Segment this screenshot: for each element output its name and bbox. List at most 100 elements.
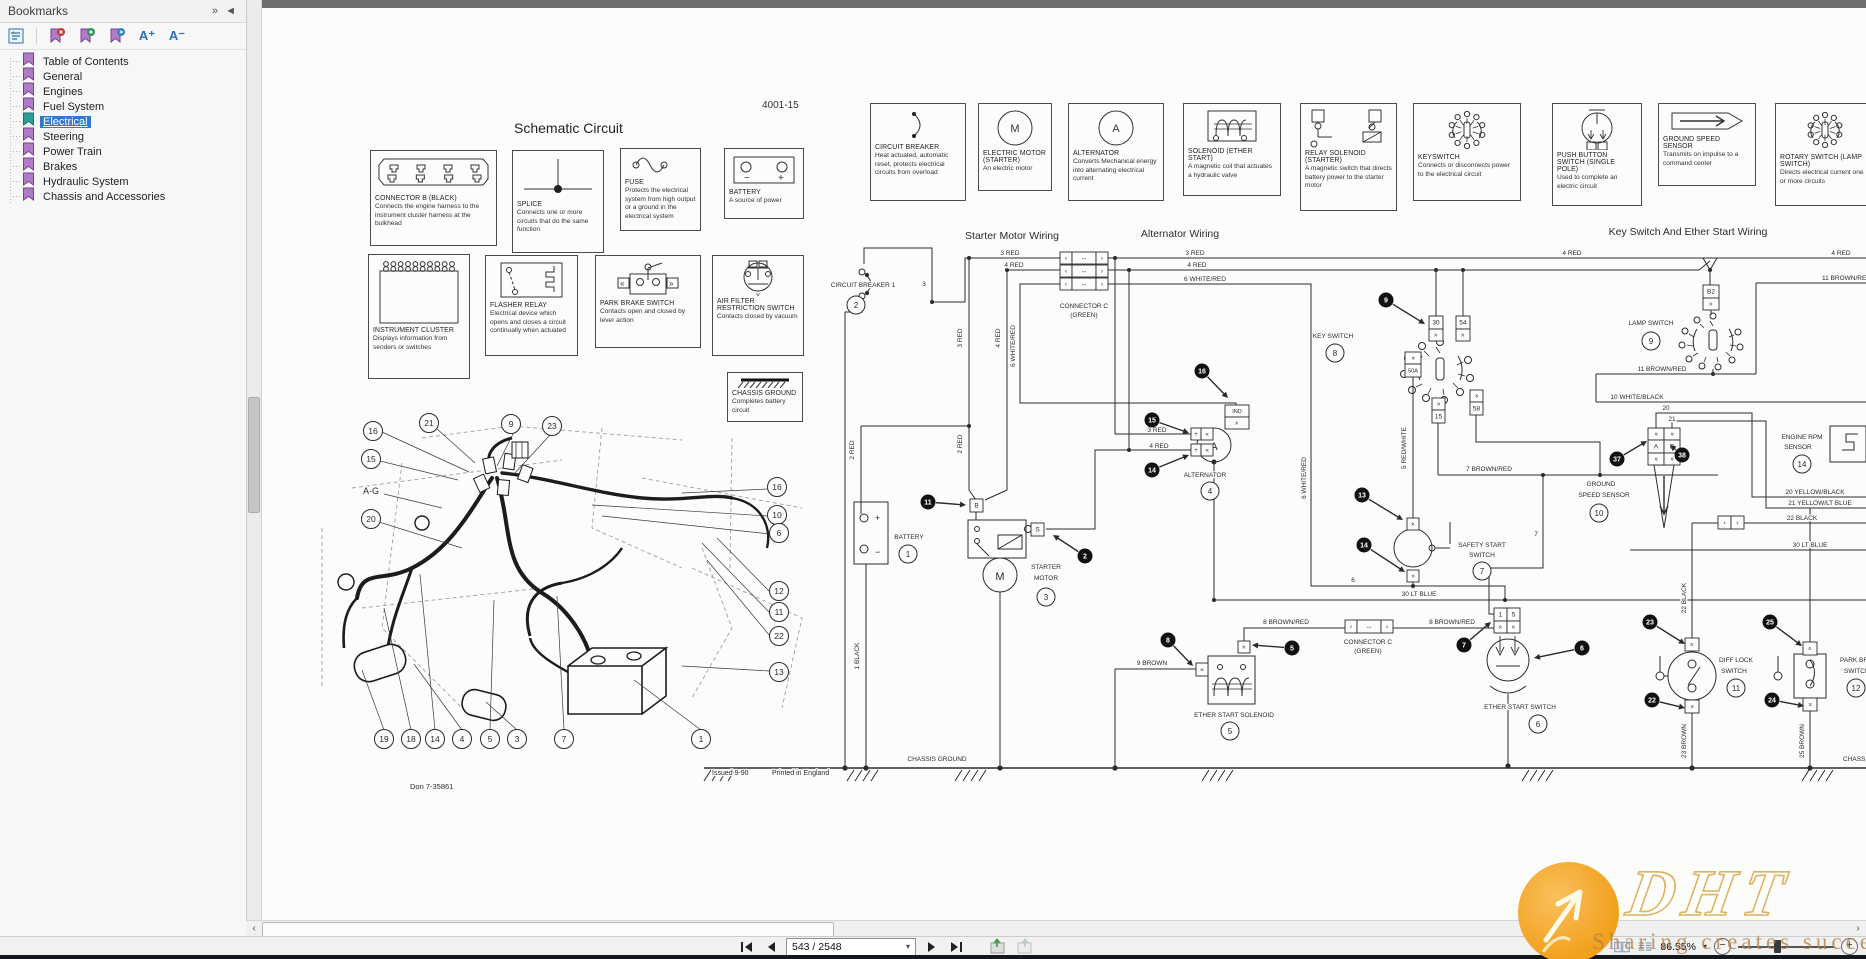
svg-text:«: « xyxy=(1807,702,1814,706)
legend-desc: Used to complete an electric circuit xyxy=(1557,174,1618,190)
panel-collapse-icon[interactable]: ◄ xyxy=(225,5,236,17)
legend-name: SOLENOID (ETHER START) xyxy=(1188,148,1253,162)
next-page-button[interactable] xyxy=(924,939,940,954)
scroll-right-icon[interactable]: › xyxy=(1856,923,1860,934)
bookmark-item-brakes[interactable]: Brakes xyxy=(0,157,246,174)
increase-text-icon[interactable]: A⁺ xyxy=(138,28,156,43)
svg-text:3 RED: 3 RED xyxy=(1185,250,1204,257)
continuous-facing-icon[interactable] xyxy=(1637,939,1653,954)
svg-text:−: − xyxy=(875,547,880,557)
svg-text:5: 5 xyxy=(1290,646,1294,653)
zoom-slider-handle[interactable] xyxy=(1774,940,1781,953)
svg-text:2 RED: 2 RED xyxy=(849,440,856,459)
legend-name: FUSE xyxy=(625,179,644,186)
tree-connector xyxy=(10,196,20,197)
delete-bookmark-icon[interactable] xyxy=(47,27,67,45)
svg-text:3: 3 xyxy=(922,281,926,288)
panel-expand-icon[interactable]: » xyxy=(211,5,218,17)
panel-options-icon[interactable] xyxy=(6,27,26,45)
svg-text:«: « xyxy=(1205,431,1209,438)
bookmark-item-chassis-and-accessories[interactable]: Chassis and Accessories xyxy=(0,187,246,204)
legend-desc: Converts Mechanical energy into alternat… xyxy=(1073,158,1157,183)
bookmark-item-electrical[interactable]: Electrical xyxy=(0,112,246,129)
legend-symbol-icon xyxy=(1807,111,1843,149)
decrease-text-icon[interactable]: A⁻ xyxy=(168,28,186,43)
tree-connector xyxy=(10,91,20,92)
svg-text:»: » xyxy=(669,279,674,288)
svg-text:3: 3 xyxy=(1044,593,1049,602)
svg-text:+: + xyxy=(778,173,784,184)
zoom-out-button[interactable]: − xyxy=(1714,938,1731,955)
svg-text:5: 5 xyxy=(488,734,493,744)
zoom-slider[interactable] xyxy=(1738,939,1834,954)
svg-text:10: 10 xyxy=(772,510,782,520)
svg-text:A: A xyxy=(1112,123,1120,135)
svg-text:«: « xyxy=(1205,447,1209,454)
scroll-left-icon[interactable]: ‹ xyxy=(252,923,256,934)
svg-text:«: « xyxy=(1653,432,1660,436)
svg-text:22: 22 xyxy=(1648,698,1656,705)
last-page-button[interactable] xyxy=(948,939,964,954)
svg-text:Don 7-35861: Don 7-35861 xyxy=(410,782,453,791)
legend-name: INSTRUMENT CLUSTER xyxy=(373,327,454,334)
bookmark-item-general[interactable]: General xyxy=(0,67,246,84)
svg-text:4 RED: 4 RED xyxy=(1004,262,1023,269)
legend-box-connector: CONNECTOR B (BLACK)Connects the engine h… xyxy=(370,150,497,246)
svg-text:6 WHITE/RED: 6 WHITE/RED xyxy=(1010,325,1017,367)
bookmark-item-steering[interactable]: Steering xyxy=(0,127,246,146)
svg-text:25 BROWN: 25 BROWN xyxy=(1799,724,1806,758)
page-number-value[interactable]: 543 / 2548 xyxy=(792,940,842,953)
svg-text:«: « xyxy=(1432,333,1439,337)
facing-pages-icon[interactable] xyxy=(1614,939,1630,954)
toolbar-separator xyxy=(36,28,37,44)
bookmark-item-hydraulic-system[interactable]: Hydraulic System xyxy=(0,172,246,191)
bookmark-flag-icon xyxy=(22,172,35,191)
svg-text:4 RED: 4 RED xyxy=(1562,250,1581,257)
legend-desc: Protects the electrical system from high… xyxy=(625,187,696,221)
zoom-caret-icon[interactable]: ▾ xyxy=(1702,942,1707,951)
legend-desc: Connects one or more circuits that do th… xyxy=(517,209,589,234)
zoom-slider-track[interactable] xyxy=(1738,946,1834,948)
page-number-input[interactable]: 543 / 2548 ▾ xyxy=(786,937,916,956)
svg-text:23 BROWN: 23 BROWN xyxy=(1681,724,1688,758)
svg-text:9 BROWN: 9 BROWN xyxy=(1137,660,1168,667)
svg-text:«: « xyxy=(1689,704,1696,708)
zoom-in-button[interactable]: + xyxy=(1841,938,1858,955)
previous-page-button[interactable] xyxy=(762,939,778,954)
svg-text:KEY SWITCH: KEY SWITCH xyxy=(1313,333,1354,340)
page-combo-caret-icon[interactable]: ▾ xyxy=(905,942,910,951)
previous-view-button[interactable] xyxy=(988,938,1007,955)
svg-text:«: « xyxy=(1496,625,1503,629)
svg-text:7: 7 xyxy=(1462,643,1466,650)
tree-connector xyxy=(10,136,20,137)
svg-text:15: 15 xyxy=(366,454,376,464)
svg-text:›: › xyxy=(1386,624,1388,631)
next-view-button[interactable] xyxy=(1015,938,1034,955)
bookmark-flag-icon xyxy=(22,52,35,71)
bookmark-label: Power Train xyxy=(43,145,102,158)
vertical-scrollbar[interactable] xyxy=(246,0,262,936)
add-bookmark-icon[interactable] xyxy=(77,27,97,45)
goto-bookmark-icon[interactable] xyxy=(107,27,127,45)
svg-text:11: 11 xyxy=(1732,684,1741,693)
horizontal-scrollbar-thumb[interactable] xyxy=(262,922,834,937)
bookmark-item-engines[interactable]: Engines xyxy=(0,82,246,99)
vertical-scrollbar-thumb[interactable] xyxy=(248,397,260,513)
legend-name: ALTERNATOR xyxy=(1073,150,1120,157)
svg-text:«: « xyxy=(1240,645,1247,649)
svg-text:1 BLACK: 1 BLACK xyxy=(854,642,861,669)
bookmark-flag-icon xyxy=(22,127,35,146)
bookmarks-panel-header: Bookmarks » ◄ xyxy=(0,0,246,23)
legend-box-rotary: ROTARY SWITCH (LAMP SWITCH)Directs elect… xyxy=(1775,103,1866,206)
svg-text:SWITCH: SWITCH xyxy=(1844,668,1866,675)
svg-text:11 BROWN/RED: 11 BROWN/RED xyxy=(1638,366,1687,373)
svg-text:SENSOR: SENSOR xyxy=(1784,444,1812,451)
bookmark-item-power-train[interactable]: Power Train xyxy=(0,142,246,159)
bookmark-item-fuel-system[interactable]: Fuel System xyxy=(0,97,246,114)
bookmark-item-table-of-contents[interactable]: Table of Contents xyxy=(0,52,246,71)
zoom-level-value[interactable]: 86.55% xyxy=(1660,940,1696,953)
tree-connector xyxy=(10,76,20,77)
first-page-button[interactable] xyxy=(738,939,754,954)
